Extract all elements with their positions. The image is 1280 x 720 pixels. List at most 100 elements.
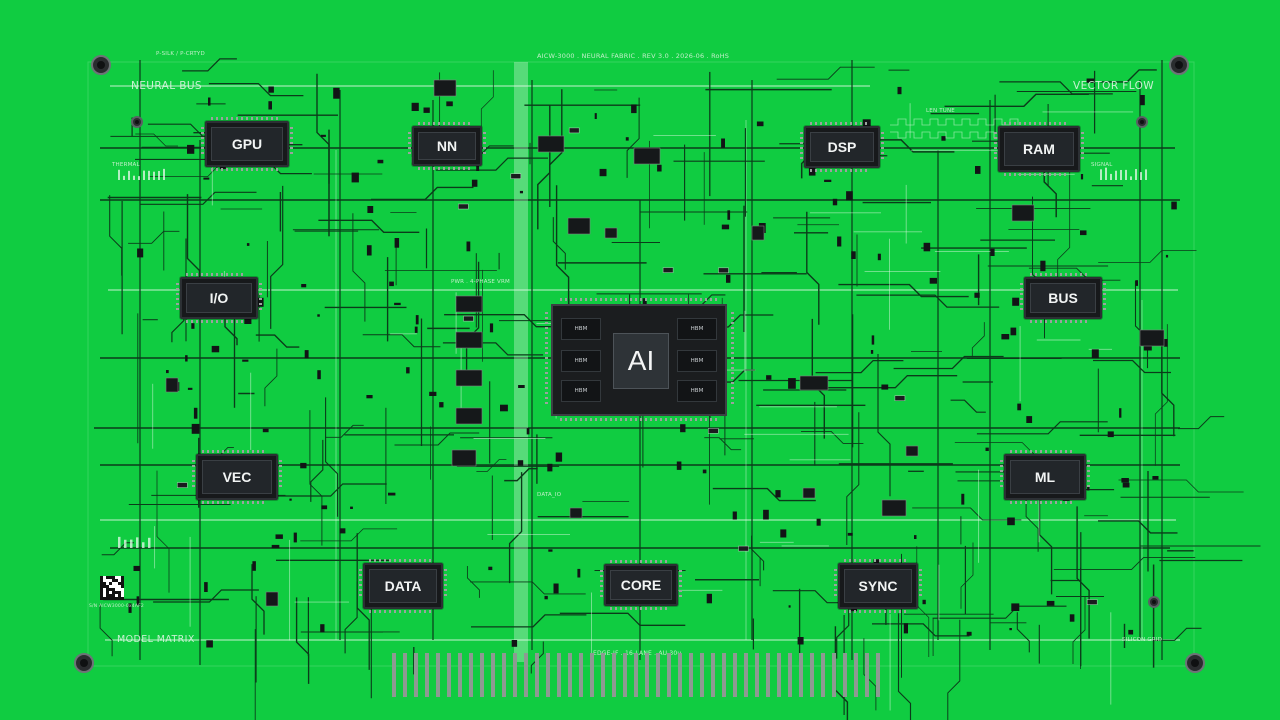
chip-pin: [1035, 450, 1037, 453]
smd-component: [394, 238, 400, 248]
chip-pin: [731, 362, 734, 364]
pcb-trace: [109, 195, 123, 276]
passive-component: [738, 545, 749, 552]
edge-finger: [821, 653, 825, 697]
chip-pin: [241, 273, 243, 276]
label-neural-bus: NEURAL BUS: [131, 80, 202, 92]
chip-pin: [236, 168, 238, 171]
chip-io-label: I/O: [209, 290, 229, 306]
chip-pin: [620, 607, 622, 610]
chip-pin: [279, 460, 282, 462]
chip-pin: [359, 584, 362, 586]
chip-pin: [731, 312, 734, 314]
chip-pin: [1019, 173, 1021, 176]
chip-pin: [685, 298, 687, 301]
chip-pin: [384, 559, 386, 562]
chip-pin: [359, 594, 362, 596]
pcb-trace: [470, 581, 586, 595]
chip-pin: [1060, 320, 1062, 323]
smd-component: [246, 243, 250, 246]
smd-component: [625, 137, 629, 141]
chip-pin: [1075, 320, 1077, 323]
smd-component: [788, 605, 791, 608]
pcb-trace: [295, 597, 310, 684]
chip-pin: [904, 559, 906, 562]
smd-component: [966, 631, 972, 636]
signal-bar: [1120, 169, 1122, 180]
chip-pin: [640, 418, 642, 421]
smd-component: [256, 297, 264, 307]
chip-pin: [256, 168, 258, 171]
chip-pin: [408, 137, 411, 139]
chip-pin: [369, 610, 371, 613]
edge-finger: [700, 653, 704, 697]
chip-pin: [1065, 450, 1067, 453]
chip-pin: [1010, 450, 1012, 453]
smd-component: [780, 529, 787, 538]
smd-component: [721, 138, 725, 148]
smd-component: [466, 241, 471, 252]
smd-component: [553, 583, 559, 594]
chip-pin: [1064, 173, 1066, 176]
chip-pin: [731, 382, 734, 384]
chip-pin: [266, 168, 268, 171]
chip-pin: [710, 418, 712, 421]
ic-package: [537, 135, 565, 153]
smd-component: [211, 345, 220, 353]
chip-pin: [590, 298, 592, 301]
edge-finger: [546, 653, 550, 697]
chip-pin: [1045, 501, 1047, 504]
pcb-trace: [476, 459, 507, 472]
chip-pin: [1087, 480, 1090, 482]
chip-pin: [1025, 450, 1027, 453]
pcb-trace: [976, 421, 1108, 435]
chip-pin: [290, 127, 293, 129]
ic-package: [751, 225, 765, 241]
smd-component: [244, 316, 252, 324]
smd-component: [824, 179, 832, 182]
chip-pin: [389, 559, 391, 562]
chip-pin: [670, 418, 672, 421]
smd-component: [897, 86, 902, 95]
chip-pin: [259, 293, 262, 295]
chip-pin: [685, 418, 687, 421]
chip-pin: [1065, 501, 1067, 504]
chip-pin: [545, 367, 548, 369]
chip-pin: [840, 122, 842, 125]
chip-pin: [1030, 273, 1032, 276]
chip-pin: [625, 418, 627, 421]
chip-pin: [645, 607, 647, 610]
ic-package: [451, 449, 477, 467]
edge-finger: [557, 653, 561, 697]
chip-pin: [211, 320, 213, 323]
chip-pin: [610, 607, 612, 610]
mount-hole-bottom-left: [74, 653, 94, 673]
pcb-trace: [318, 219, 420, 234]
chip-pin: [359, 579, 362, 581]
smd-component: [929, 277, 937, 284]
chip-pin: [1029, 173, 1031, 176]
chip-sync-label: SYNC: [858, 578, 898, 594]
chip-pin: [211, 117, 213, 120]
chip-pin: [279, 485, 282, 487]
chip-pin: [389, 610, 391, 613]
edge-finger: [788, 653, 792, 697]
ic-package: [633, 147, 661, 165]
chip-pin: [545, 357, 548, 359]
chip-pin: [1019, 122, 1021, 125]
hbm-module: HBM: [561, 318, 601, 340]
chip-pin: [236, 320, 238, 323]
chip-pin: [201, 273, 203, 276]
smd-component: [903, 623, 908, 634]
smd-component: [1011, 603, 1020, 611]
ic-package: [1011, 204, 1035, 222]
chip-pin: [1050, 450, 1052, 453]
smd-component: [1087, 486, 1090, 491]
smd-component: [415, 315, 419, 325]
chip-pin: [1059, 122, 1061, 125]
passive-component: [718, 267, 729, 274]
pcb-trace: [128, 230, 180, 244]
edge-finger: [777, 653, 781, 697]
edge-finger: [689, 653, 693, 697]
pcb-trace: [877, 354, 891, 497]
